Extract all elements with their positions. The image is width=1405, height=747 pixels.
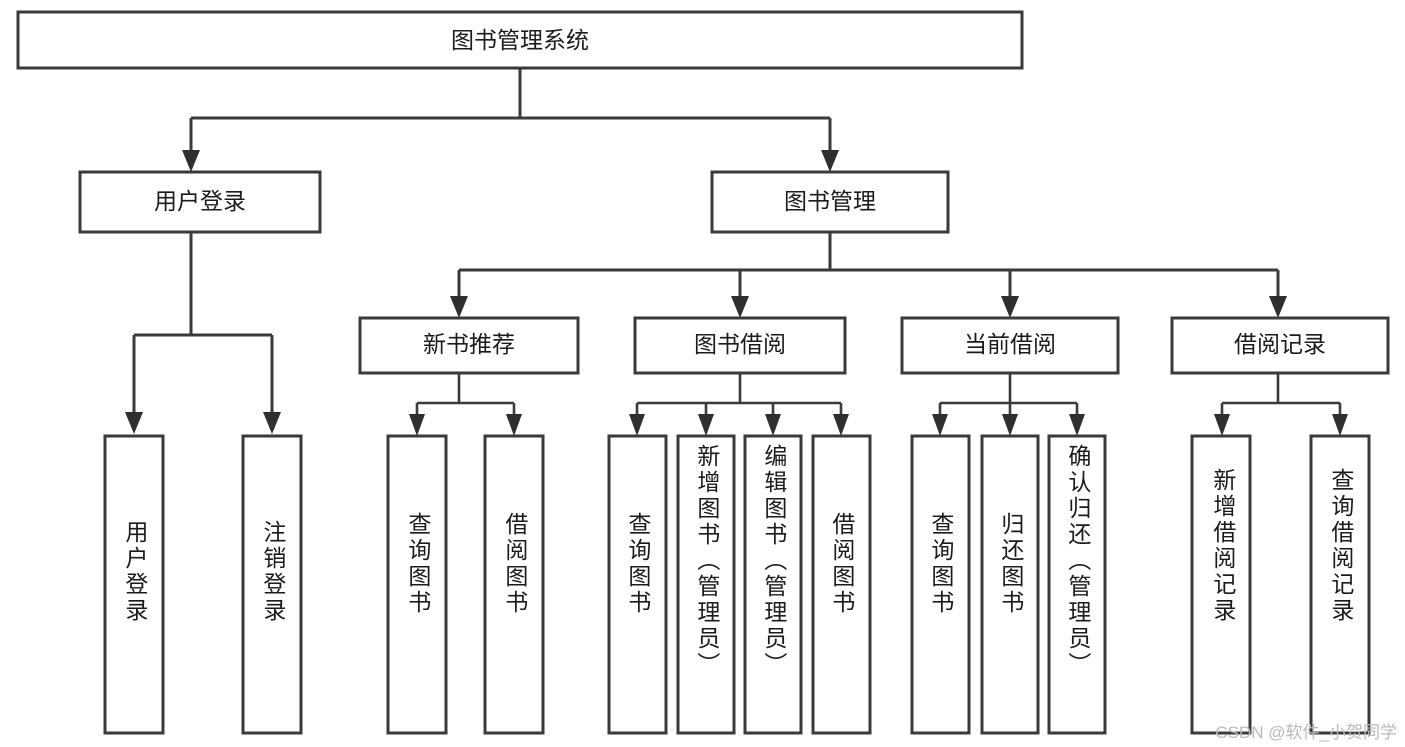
node-borrow-record[interactable] xyxy=(1170,316,1390,375)
arrow-cb-leaf-3 xyxy=(1069,414,1085,436)
node-current-borrow-label: 当前借阅 xyxy=(964,331,1056,357)
leaf-cb-search-book[interactable] xyxy=(910,434,971,735)
arrow-br-leaf-2 xyxy=(1332,414,1348,436)
arrow-nb-leaf-1 xyxy=(409,414,425,436)
leaf-bb-add-book[interactable] xyxy=(676,434,736,735)
leaf-bb-edit-book[interactable] xyxy=(743,434,803,735)
node-root-label: 图书管理系统 xyxy=(451,27,589,53)
leaf-user-login-query[interactable] xyxy=(103,434,165,735)
node-root[interactable] xyxy=(16,10,1024,70)
node-book-manage-label: 图书管理 xyxy=(784,188,876,214)
arrow-cb-leaf-2 xyxy=(1002,414,1018,436)
node-current-borrow[interactable] xyxy=(900,316,1120,375)
arrow-to-book-manage xyxy=(821,150,839,172)
arrow-to-new-book xyxy=(450,296,468,318)
node-book-borrow-label: 图书借阅 xyxy=(694,331,786,357)
leaf-bb-search-book[interactable] xyxy=(607,434,668,735)
leaf-nb-search-book[interactable] xyxy=(386,434,448,735)
arrow-bb-leaf-4 xyxy=(833,414,849,436)
arrow-to-borrow-record xyxy=(1269,296,1287,318)
node-book-borrow[interactable] xyxy=(633,316,847,375)
leaf-br-add-record[interactable] xyxy=(1190,434,1252,735)
leaf-user-logout[interactable] xyxy=(241,434,303,735)
arrow-bb-leaf-1 xyxy=(629,414,645,436)
arrow-nb-leaf-2 xyxy=(506,414,522,436)
arrow-to-user-login xyxy=(182,150,200,172)
leaf-br-query-record[interactable] xyxy=(1309,434,1371,735)
arrow-to-book-borrow xyxy=(731,296,749,318)
node-book-manage[interactable] xyxy=(710,170,950,234)
arrow-br-leaf-1 xyxy=(1214,414,1230,436)
arrow-bb-leaf-3 xyxy=(765,414,781,436)
leaf-cb-confirm-return[interactable] xyxy=(1047,434,1107,735)
node-user-login-label: 用户登录 xyxy=(154,188,246,214)
arrow-to-leaf-logout xyxy=(263,412,281,434)
node-new-book-recommend[interactable] xyxy=(358,316,580,375)
arrow-cb-leaf-1 xyxy=(932,414,948,436)
edges-layer xyxy=(125,68,1348,436)
watermark-text: CSDN @软件_小贺同学 xyxy=(1215,723,1397,742)
node-new-book-recommend-label: 新书推荐 xyxy=(423,331,515,357)
node-user-login[interactable] xyxy=(78,170,322,234)
nodes-layer: 图书管理系统 用户登录 图书管理 新书推荐 图书借阅 当前借阅 借阅记录 xyxy=(16,10,1390,735)
arrow-bb-leaf-2 xyxy=(698,414,714,436)
leaf-cb-return-book[interactable] xyxy=(980,434,1040,735)
arrow-to-current-borrow xyxy=(1001,296,1019,318)
leaf-nb-borrow-book[interactable] xyxy=(483,434,545,735)
arrow-to-leaf-user-login xyxy=(125,412,143,434)
leaf-bb-borrow-book[interactable] xyxy=(811,434,872,735)
node-borrow-record-label: 借阅记录 xyxy=(1234,331,1326,357)
